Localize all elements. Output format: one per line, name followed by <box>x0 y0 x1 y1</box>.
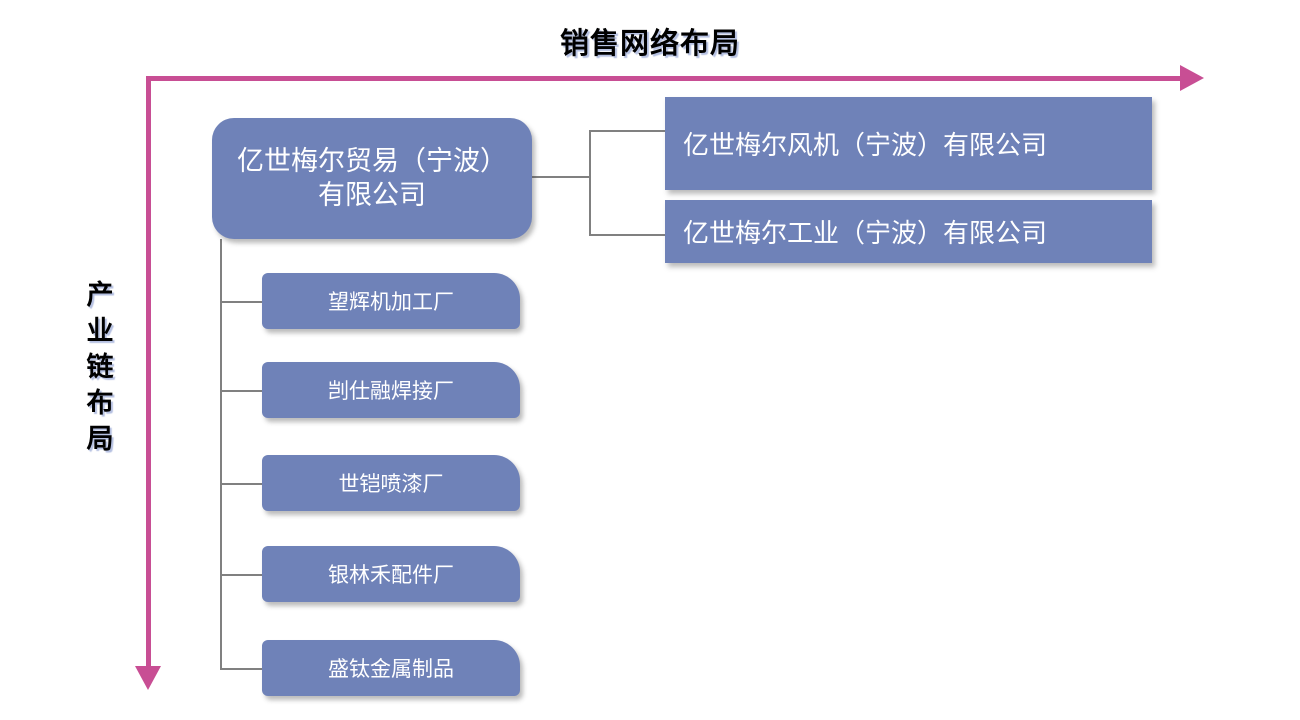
connector-to-sub-node-1 <box>220 301 264 303</box>
page-title: 销售网络布局 <box>559 26 740 60</box>
vertical-axis-char-1: 产 <box>86 280 114 311</box>
node-sub-factory-1[interactable]: 望辉机加工厂 <box>262 273 520 329</box>
node-root-company[interactable]: 亿世梅尔贸易（宁波）有限公司 <box>212 118 532 239</box>
connector-to-right-node-1 <box>589 130 667 132</box>
node-sub-factory-5-label: 盛钛金属制品 <box>328 657 454 681</box>
node-right-company-2-label: 亿世梅尔工业（宁波）有限公司 <box>683 219 1048 249</box>
connector-to-sub-node-4 <box>220 574 264 576</box>
node-sub-factory-3-label: 世铠喷漆厂 <box>338 472 444 496</box>
node-sub-factory-5[interactable]: 盛钛金属制品 <box>262 640 520 696</box>
node-right-company-1[interactable]: 亿世梅尔风机（宁波）有限公司 <box>665 97 1152 190</box>
connector-root-to-right-trunk <box>532 176 590 178</box>
connector-to-right-node-2 <box>589 234 667 236</box>
node-sub-factory-4-label: 银林禾配件厂 <box>328 563 454 587</box>
connector-to-sub-node-5 <box>220 668 264 670</box>
node-right-company-1-label: 亿世梅尔风机（宁波）有限公司 <box>683 131 1048 161</box>
vertical-axis-char-3: 链 <box>86 351 114 383</box>
vertical-axis-line <box>146 76 151 674</box>
node-sub-factory-3[interactable]: 世铠喷漆厂 <box>262 455 520 511</box>
connector-right-trunk <box>589 130 591 236</box>
vertical-axis-char-5: 局 <box>86 423 114 455</box>
node-sub-factory-1-label: 望辉机加工厂 <box>328 290 454 314</box>
node-sub-factory-2[interactable]: 剀仕融焊接厂 <box>262 362 520 418</box>
connector-to-sub-node-3 <box>220 483 264 485</box>
connector-sub-trunk <box>220 239 222 669</box>
horizontal-axis-line <box>148 76 1188 81</box>
vertical-axis-char-4: 布 <box>86 387 114 419</box>
node-root-company-label: 亿世梅尔贸易（宁波）有限公司 <box>237 145 507 211</box>
node-right-company-2[interactable]: 亿世梅尔工业（宁波）有限公司 <box>665 200 1152 263</box>
node-sub-factory-4[interactable]: 银林禾配件厂 <box>262 546 520 602</box>
vertical-axis-label: 产 业 链 布 局 <box>72 278 128 458</box>
vertical-axis-arrow-icon <box>135 666 161 690</box>
vertical-axis-char-2: 业 <box>86 315 114 347</box>
node-sub-factory-2-label: 剀仕融焊接厂 <box>328 379 454 403</box>
connector-to-sub-node-2 <box>220 390 264 392</box>
horizontal-axis-arrow-icon <box>1180 65 1204 91</box>
